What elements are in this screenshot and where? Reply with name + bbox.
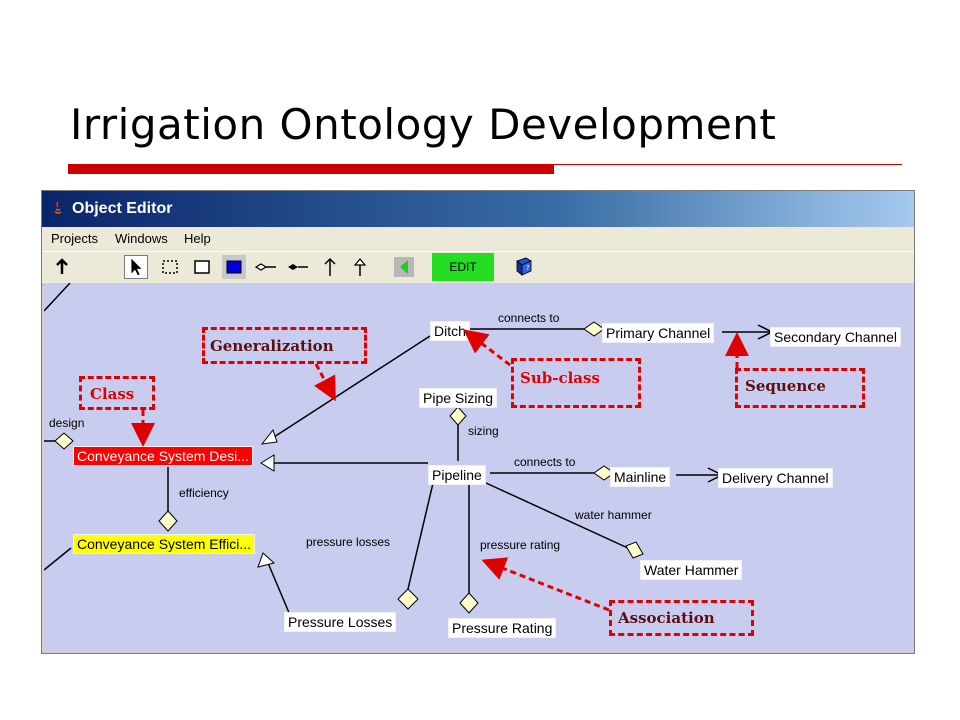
pressure-losses-diamond bbox=[397, 588, 419, 610]
edge-pressure-losses bbox=[407, 478, 435, 590]
node-conveyance-design[interactable]: Conveyance System Desi... bbox=[73, 446, 253, 466]
callout-sequence-label: Sequence bbox=[745, 377, 826, 395]
sizing-diamond bbox=[449, 406, 467, 426]
filled-diamond-line-icon[interactable] bbox=[286, 255, 310, 279]
pressure-rating-diamond bbox=[459, 592, 479, 614]
edit-button[interactable]: EDIT bbox=[432, 253, 494, 281]
water-hammer-diamond bbox=[625, 541, 644, 559]
efficiency-diamond bbox=[158, 510, 178, 532]
window-titlebar[interactable]: Object Editor bbox=[42, 191, 914, 227]
edge-offscreen-bottom bbox=[44, 547, 72, 571]
window-title: Object Editor bbox=[72, 200, 173, 217]
menu-bar: Projects Windows Help bbox=[42, 227, 914, 251]
node-ditch[interactable]: Ditch bbox=[430, 321, 470, 341]
node-pipeline[interactable]: Pipeline bbox=[428, 465, 486, 485]
node-mainline[interactable]: Mainline bbox=[610, 467, 671, 487]
node-pipe-sizing[interactable]: Pipe Sizing bbox=[419, 388, 498, 408]
callout-subclass-label: Sub-class bbox=[520, 369, 600, 387]
callout-class-box bbox=[79, 376, 155, 410]
hollow-arrow-up-icon[interactable] bbox=[348, 255, 372, 279]
edge-label-ditch-connects: connects to bbox=[498, 311, 560, 325]
edge-label-efficiency: efficiency bbox=[179, 486, 229, 500]
callout-association-label: Association bbox=[618, 609, 715, 627]
edge-offscreen-top bbox=[44, 283, 71, 312]
java-app-icon bbox=[54, 201, 62, 214]
up-arrow-icon[interactable] bbox=[50, 255, 74, 279]
callout-sequence-box bbox=[735, 368, 865, 408]
title-underline-thick bbox=[68, 164, 554, 174]
svg-text:?: ? bbox=[526, 264, 530, 272]
callout-subclass-box bbox=[511, 358, 641, 408]
title-underline-thin bbox=[554, 164, 902, 165]
edge-label-water-hammer: water hammer bbox=[575, 508, 652, 522]
edge-losses-generalization bbox=[267, 562, 291, 616]
menu-help[interactable]: Help bbox=[184, 231, 211, 246]
callout-generalization-box bbox=[202, 327, 367, 364]
diamond-line-icon[interactable] bbox=[254, 255, 278, 279]
node-delivery-channel[interactable]: Delivery Channel bbox=[718, 468, 833, 488]
callout-class-label: Class bbox=[90, 385, 135, 403]
ditch-connects-diamond bbox=[583, 321, 605, 337]
design-diamond bbox=[54, 432, 74, 450]
generalization-arrowhead-3 bbox=[257, 552, 276, 568]
edge-label-pipeline-connects: connects to bbox=[514, 455, 576, 469]
rectangle-icon[interactable] bbox=[190, 255, 214, 279]
edge-label-pressure-rating: pressure rating bbox=[480, 538, 561, 552]
dashed-rectangle-icon[interactable] bbox=[158, 255, 182, 279]
node-water-hammer[interactable]: Water Hammer bbox=[640, 560, 743, 580]
node-secondary-channel[interactable]: Secondary Channel bbox=[770, 327, 901, 347]
callout-association-box bbox=[609, 600, 754, 636]
help-book-icon[interactable]: ? bbox=[512, 255, 536, 279]
generalization-arrowhead-1 bbox=[260, 428, 278, 445]
edge-water-hammer bbox=[485, 482, 631, 550]
node-pressure-losses[interactable]: Pressure Losses bbox=[284, 612, 397, 632]
edge-label-design: design bbox=[49, 416, 85, 430]
node-conveyance-efficiency[interactable]: Conveyance System Effici... bbox=[73, 534, 256, 554]
menu-windows[interactable]: Windows bbox=[115, 231, 168, 246]
arrow-up-line-icon[interactable] bbox=[318, 255, 342, 279]
edge-label-sizing: sizing bbox=[468, 424, 499, 438]
node-primary-channel[interactable]: Primary Channel bbox=[602, 323, 715, 343]
filled-rectangle-icon[interactable] bbox=[222, 255, 246, 279]
slide-title: Irrigation Ontology Development bbox=[70, 100, 777, 149]
diagram-canvas[interactable]: Ditch Primary Channel Secondary Channel … bbox=[44, 283, 914, 652]
callout-generalization-label: Generalization bbox=[210, 337, 334, 355]
node-pressure-rating[interactable]: Pressure Rating bbox=[448, 618, 557, 638]
menu-projects[interactable]: Projects bbox=[51, 231, 98, 246]
generalization-arrowhead-2 bbox=[260, 454, 275, 472]
diagram-edges bbox=[44, 283, 774, 616]
pointer-icon[interactable] bbox=[124, 255, 148, 279]
edge-label-pressure-losses: pressure losses bbox=[306, 535, 391, 549]
toolbar: EDIT ? bbox=[42, 251, 914, 285]
back-triangle-icon[interactable] bbox=[392, 255, 416, 279]
edge-ditch-generalization bbox=[273, 335, 431, 438]
